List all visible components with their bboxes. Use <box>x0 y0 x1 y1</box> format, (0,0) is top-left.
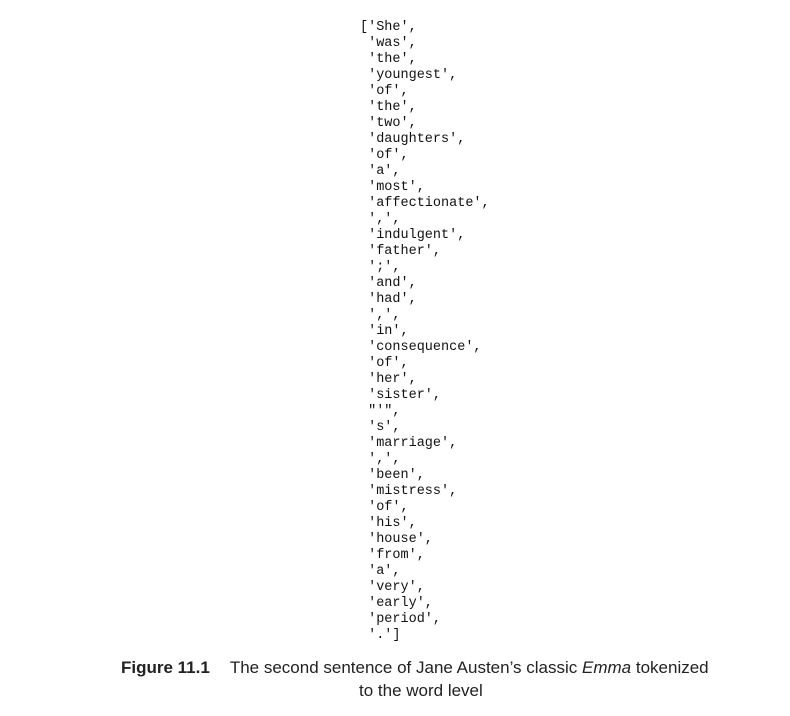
code-line: 'marriage', <box>360 436 458 451</box>
code-line: 'affectionate', <box>360 196 490 211</box>
code-line: "'", <box>360 404 401 419</box>
code-line: 'her', <box>360 372 417 387</box>
code-line: 'of', <box>360 356 409 371</box>
code-line: 'and', <box>360 276 417 291</box>
code-line: 'indulgent', <box>360 228 466 243</box>
code-line: 'of', <box>360 500 409 515</box>
code-line: 'the', <box>360 52 417 67</box>
code-line: 'of', <box>360 84 409 99</box>
code-line: 'most', <box>360 180 425 195</box>
code-line: 'period', <box>360 612 442 627</box>
code-line: ',', <box>360 212 401 227</box>
code-line: 'a', <box>360 164 401 179</box>
code-listing: ['She', 'was', 'the', 'youngest', 'of', … <box>360 20 490 644</box>
code-line: 'his', <box>360 516 417 531</box>
code-line: 'of', <box>360 148 409 163</box>
code-line: 'youngest', <box>360 68 458 83</box>
caption-book-title: Emma <box>582 658 632 677</box>
code-line: 'from', <box>360 548 425 563</box>
code-line: 'daughters', <box>360 132 466 147</box>
caption-text-before: The second sentence of Jane Austen’s cla… <box>229 658 583 677</box>
code-line: ['She', <box>360 20 417 35</box>
caption-text: The second sentence of Jane Austen’s cla… <box>230 656 709 679</box>
code-line: ',', <box>360 452 401 467</box>
figure-caption: Figure 11.1 The second sentence of Jane … <box>0 656 790 702</box>
caption-second-line: to the word level <box>359 681 483 700</box>
code-line: 's', <box>360 420 401 435</box>
code-line: 'been', <box>360 468 425 483</box>
code-line: 'was', <box>360 36 417 51</box>
code-line: 'early', <box>360 596 433 611</box>
code-line: ',', <box>360 308 401 323</box>
code-line: 'house', <box>360 532 433 547</box>
code-line: 'very', <box>360 580 425 595</box>
code-line: 'in', <box>360 324 409 339</box>
code-line: 'a', <box>360 564 401 579</box>
code-line: 'two', <box>360 116 417 131</box>
code-line: 'the', <box>360 100 417 115</box>
code-line: 'had', <box>360 292 417 307</box>
figure-label: Figure 11.1 <box>121 658 210 677</box>
code-line: 'father', <box>360 244 442 259</box>
code-line: '.'] <box>360 628 401 643</box>
code-line: 'mistress', <box>360 484 458 499</box>
caption-first-line: Figure 11.1 The second sentence of Jane … <box>0 656 790 679</box>
code-line: ';', <box>360 260 401 275</box>
code-line: 'consequence', <box>360 340 482 355</box>
code-line: 'sister', <box>360 388 442 403</box>
caption-text-after: tokenized <box>631 658 709 677</box>
